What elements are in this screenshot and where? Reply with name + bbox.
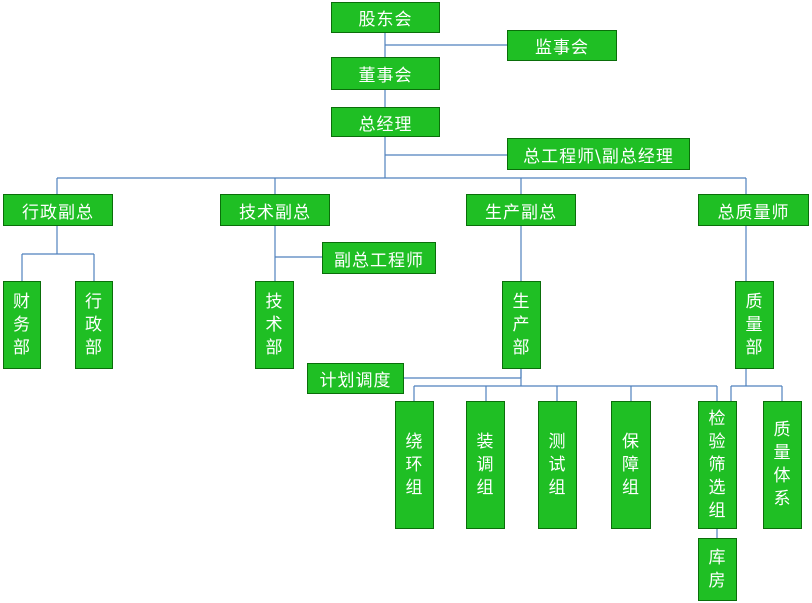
admin-dept-box: 行政部 [75, 281, 113, 369]
chief-quality-officer-box: 总质量师 [698, 194, 809, 226]
support-group-box: 保障组 [611, 401, 651, 529]
warehouse-box: 库房 [698, 538, 737, 601]
chief-engineer-deputy-gm-box: 总工程师\副总经理 [507, 138, 690, 170]
production-dept-box: 生产部 [502, 281, 541, 369]
testing-group-box: 测试组 [538, 401, 577, 529]
quality-system-box: 质量体系 [763, 401, 802, 529]
inspection-group-box: 检验筛选组 [698, 401, 737, 529]
tech-dept-box: 技术部 [255, 281, 294, 369]
winding-group-box: 绕环组 [395, 401, 434, 529]
vertical-label: 装调组 [476, 431, 495, 498]
vertical-label: 技术部 [265, 291, 284, 358]
vertical-label: 质量体系 [773, 420, 792, 509]
board-box: 董事会 [331, 57, 440, 90]
general-manager-box: 总经理 [331, 107, 440, 137]
vertical-label: 保障组 [622, 431, 640, 498]
vertical-label: 财务部 [13, 291, 31, 358]
assembly-group-box: 装调组 [466, 401, 505, 529]
quality-dept-box: 质量部 [735, 281, 774, 369]
shareholders-box: 股东会 [331, 2, 440, 33]
supervisors-box: 监事会 [507, 30, 617, 61]
admin-vp-box: 行政副总 [3, 194, 113, 226]
vertical-label: 生产部 [512, 291, 531, 358]
finance-dept-box: 财务部 [3, 281, 41, 369]
vertical-label: 检验筛选组 [708, 408, 727, 521]
tech-vp-box: 技术副总 [220, 194, 330, 226]
vertical-label: 库房 [708, 547, 727, 591]
production-vp-box: 生产副总 [466, 194, 576, 226]
planning-box: 计划调度 [307, 363, 404, 394]
vertical-label: 绕环组 [405, 431, 424, 498]
deputy-chief-engineer-box: 副总工程师 [322, 242, 436, 274]
vertical-label: 质量部 [745, 291, 764, 358]
vertical-label: 行政部 [85, 291, 103, 358]
vertical-label: 测试组 [548, 431, 567, 498]
